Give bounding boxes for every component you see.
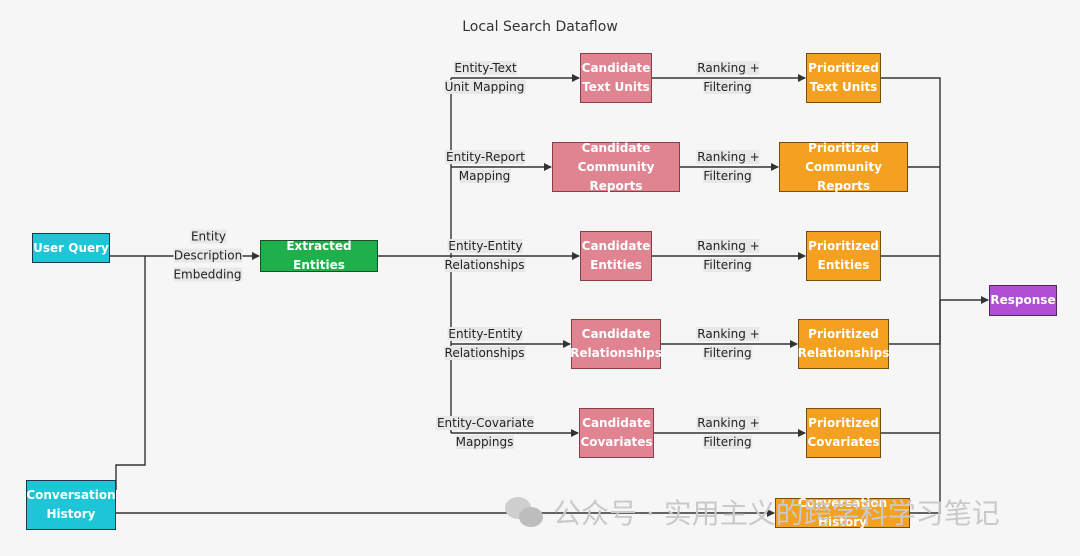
wechat-icon: [505, 495, 545, 529]
edge-label-report-mapping: Entity-Report Mapping: [445, 150, 525, 183]
edge-label-ranking-1: Ranking + Filtering: [696, 61, 760, 94]
prioritized-relationships-node[interactable]: Prioritized Relationships: [798, 319, 889, 369]
user-query-node[interactable]: User Query: [32, 233, 110, 263]
conversation-history-output-node[interactable]: Conversation History: [775, 496, 910, 529]
candidate-relationships-node[interactable]: Candidate Relationships: [570, 319, 662, 369]
extracted-entities-node[interactable]: Extracted Entities: [260, 239, 378, 272]
candidate-community-reports-node[interactable]: Candidate Community Reports: [552, 141, 680, 193]
response-node[interactable]: Response: [989, 285, 1057, 316]
candidate-covariates-node[interactable]: Candidate Covariates: [579, 408, 654, 458]
edge-label-relationships-2: Entity-Entity Relationships: [444, 327, 526, 360]
prioritized-community-reports-node[interactable]: Prioritized Community Reports: [779, 141, 908, 193]
edge-label-ranking-5: Ranking + Filtering: [696, 416, 760, 449]
prioritized-covariates-node[interactable]: Prioritized Covariates: [806, 408, 881, 458]
watermark-text: 公众号 · 实用主义的跨学科学习笔记: [553, 497, 1000, 530]
diagram-title: Local Search Dataflow: [462, 19, 618, 35]
edge-prio-relationships-out: [889, 300, 941, 345]
prioritized-entities-node[interactable]: Prioritized Entities: [806, 231, 881, 281]
edge-label-relationships-1: Entity-Entity Relationships: [444, 239, 526, 272]
conversation-history-node[interactable]: Conversation History: [26, 480, 116, 530]
edge-label-text-unit-mapping: Entity-Text Unit Mapping: [444, 61, 526, 94]
candidate-entities-node[interactable]: Candidate Entities: [580, 231, 652, 281]
edge-label-ranking-2: Ranking + Filtering: [696, 150, 760, 183]
edge-label-ranking-3: Ranking + Filtering: [696, 239, 760, 272]
watermark: 公众号 · 实用主义的跨学科学习笔记: [505, 492, 1000, 532]
edge-label-embedding: Entity Description Embedding: [173, 229, 243, 282]
edge-label-covariate-mappings: Entity-Covariate Mappings: [435, 416, 535, 449]
candidate-text-units-node[interactable]: Candidate Text Units: [580, 53, 652, 103]
edge-history-merge: [115, 256, 146, 490]
edge-entities-trunk: [378, 78, 452, 433]
prioritized-text-units-node[interactable]: Prioritized Text Units: [806, 53, 881, 103]
edge-label-ranking-4: Ranking + Filtering: [696, 327, 760, 360]
edge-prio-text-out: [881, 77, 941, 300]
